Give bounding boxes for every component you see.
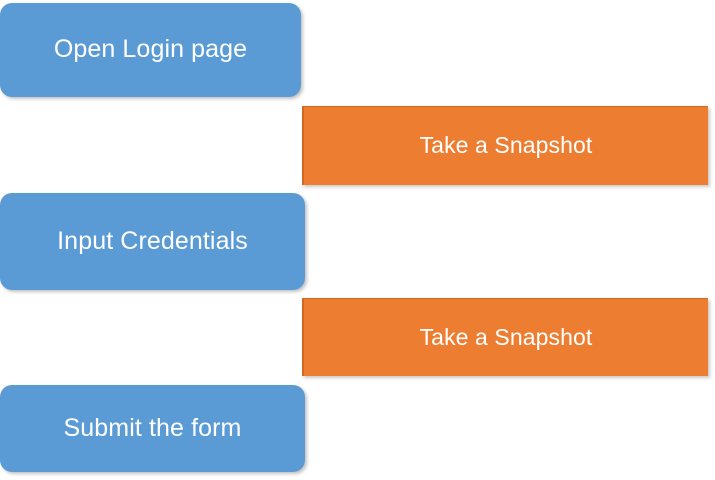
node-label: Take a Snapshot bbox=[419, 132, 593, 159]
node-take-a-snapshot-2[interactable]: Take a Snapshot bbox=[302, 298, 708, 376]
node-input-credentials[interactable]: Input Credentials bbox=[0, 193, 305, 290]
node-open-login-page[interactable]: Open Login page bbox=[0, 3, 301, 97]
node-submit-the-form[interactable]: Submit the form bbox=[0, 385, 305, 472]
node-label: Input Credentials bbox=[57, 226, 248, 255]
node-label: Open Login page bbox=[53, 35, 248, 64]
node-label: Take a Snapshot bbox=[419, 323, 593, 350]
node-take-a-snapshot-1[interactable]: Take a Snapshot bbox=[302, 106, 708, 185]
node-label: Submit the form bbox=[63, 413, 242, 442]
